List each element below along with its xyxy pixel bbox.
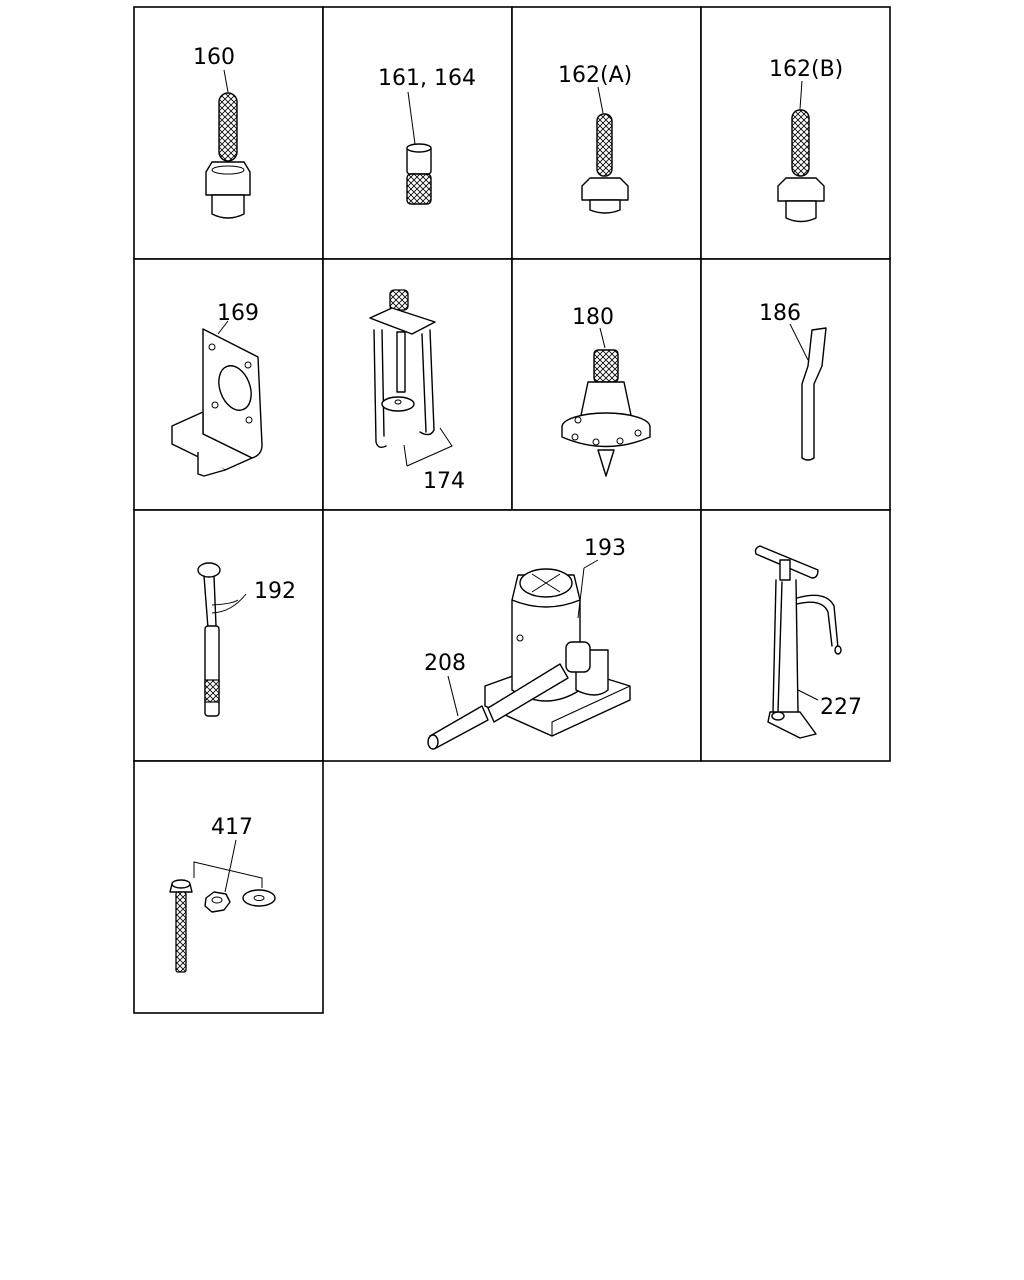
part-208-handle-drawing: [427, 663, 569, 750]
part-label-227: 227: [820, 695, 862, 720]
part-label-192: 192: [254, 579, 296, 604]
part-417-bolt-nut-washer-drawing: [169, 839, 276, 973]
part-label-193: 193: [584, 536, 626, 561]
part-label-174: 174: [423, 469, 465, 494]
part-162b-stud-drawing: [777, 80, 825, 223]
part-180-flange-tool-drawing: [561, 327, 651, 477]
part-label-417: 417: [211, 815, 253, 840]
part-174-puller-drawing: [369, 289, 453, 467]
part-label-169: 169: [217, 301, 259, 326]
part-162a-stud-drawing: [581, 86, 629, 214]
part-label-161-164: 161, 164: [378, 66, 476, 91]
part-label-180: 180: [572, 305, 614, 330]
part-label-160: 160: [193, 45, 235, 70]
part-label-208: 208: [424, 651, 466, 676]
part-label-162a: 162(A): [558, 63, 632, 88]
part-192-rod-tool-drawing: [197, 562, 247, 717]
part-label-186: 186: [759, 301, 801, 326]
cell-grid: [133, 6, 891, 1014]
part-label-162b: 162(B): [769, 57, 843, 82]
part-227-hand-pump-drawing: [754, 545, 842, 739]
part-160-adapter-drawing: [205, 69, 251, 219]
part-186-pin-punch-drawing: [789, 323, 827, 461]
part-169-bracket-drawing: [171, 320, 263, 477]
part-161-164-sleeve-drawing: [406, 91, 432, 205]
